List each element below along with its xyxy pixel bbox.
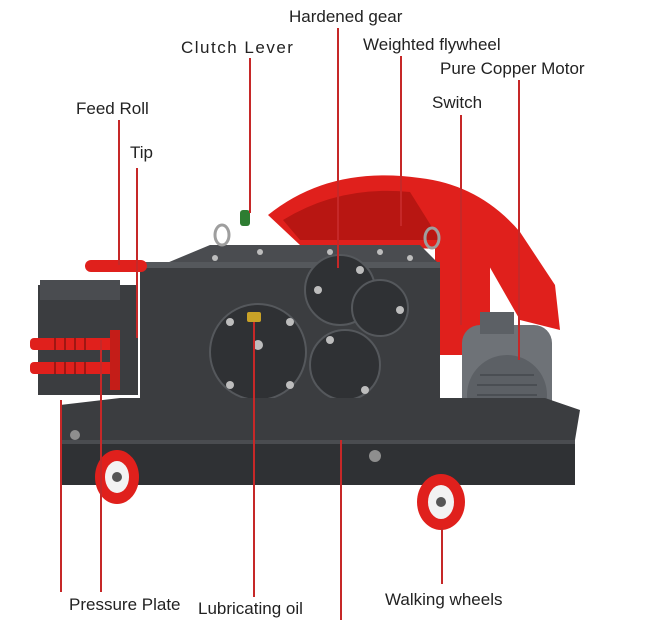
wheel-right: [417, 474, 465, 530]
label-pure-copper-motor: Pure Copper Motor: [440, 59, 585, 78]
feed-roll-handle: [85, 260, 147, 272]
leader-pure-copper-motor: [518, 80, 520, 360]
leader-walking-wheels: [441, 528, 443, 584]
label-hardened-gear: Hardened gear: [289, 7, 403, 26]
clutch-lever-knob: [240, 210, 250, 226]
label-feed-roll: Feed Roll: [76, 99, 149, 118]
base-frame: [60, 398, 580, 445]
leader-center-base: [340, 440, 342, 620]
label-weighted-flywheel: Weighted flywheel: [363, 35, 501, 54]
label-walking-wheels: Walking wheels: [385, 590, 503, 609]
leader-clutch-lever: [249, 58, 251, 213]
leader-lubricating-oil: [253, 322, 255, 597]
label-tip: Tip: [130, 143, 153, 162]
wheel-left: [95, 450, 139, 504]
oil-cap: [247, 312, 261, 322]
label-clutch-lever: Clutch Lever: [181, 38, 295, 57]
leader-weighted-flywheel: [400, 56, 402, 226]
label-lubricating-oil: Lubricating oil: [198, 599, 303, 618]
leader-pressure-plate: [60, 400, 62, 592]
leader-switch: [460, 115, 462, 325]
label-switch: Switch: [432, 93, 483, 112]
leader-tip: [136, 168, 138, 338]
label-pressure-plate: Pressure Plate: [69, 595, 181, 614]
leader-hardened-gear: [337, 28, 339, 268]
leader-feed-roll: [118, 120, 120, 265]
leader-pressure-plate-2: [100, 340, 102, 592]
